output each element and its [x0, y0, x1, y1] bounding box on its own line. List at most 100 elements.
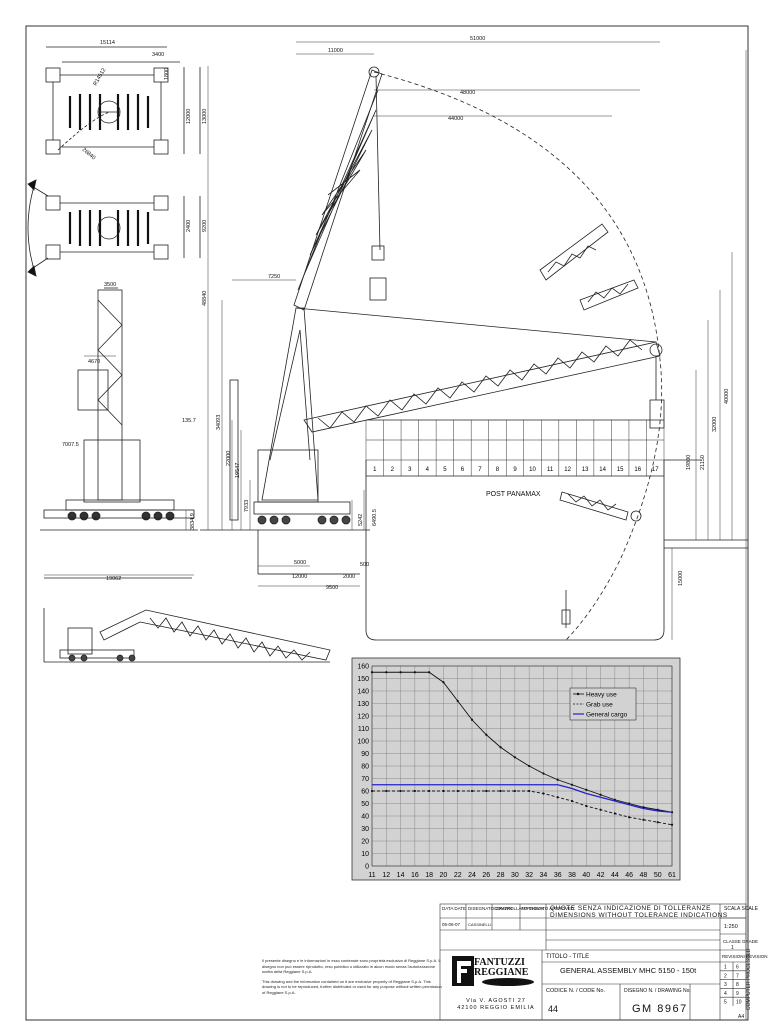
dim-5242: 5242	[358, 514, 364, 526]
dim-51000: 51000	[470, 36, 485, 42]
x-tick-label: 18	[425, 872, 433, 879]
approved-header: APPROVATO APPROVED	[521, 906, 575, 911]
drawn-value: CASSINELLI	[468, 922, 491, 927]
x-tick-label: 38	[568, 872, 576, 879]
legend-grab-use: Grab use	[586, 702, 613, 709]
dim-9200: 9200	[202, 220, 208, 232]
revision-number: 4	[724, 991, 727, 997]
dim-48840: 48840	[202, 291, 208, 306]
data-point	[385, 671, 388, 674]
dim-22000: 22000	[226, 451, 232, 466]
dim-32000: 32000	[712, 417, 718, 432]
ship-bay-number: 6	[461, 467, 465, 473]
dim-3400: 3400	[152, 52, 164, 58]
dim-3500: 3500	[104, 282, 116, 288]
load-chart: 0102030405060708090100110120130140150160…	[351, 657, 681, 881]
revision-number: 2	[724, 973, 727, 979]
ship-bay-number: 17	[652, 467, 659, 473]
data-point	[370, 789, 374, 793]
y-tick-label: 60	[361, 789, 369, 796]
check-header: CONTROLLATO CHECK	[494, 906, 544, 911]
data-point	[456, 789, 459, 793]
dim-7250: 7250	[268, 274, 280, 280]
ship-bay-number: 12	[564, 467, 571, 473]
x-tick-label: 16	[411, 872, 419, 879]
data-point	[570, 783, 574, 786]
series-line-heavy-use	[372, 671, 673, 813]
y-tick-label: 150	[357, 676, 369, 683]
ship-bay-number: 4	[426, 467, 430, 473]
x-tick-label: 11	[368, 872, 375, 879]
revision-label: REVISIONI REVISION	[722, 954, 768, 959]
x-tick-label: 44	[611, 872, 619, 879]
data-point	[656, 821, 659, 824]
y-tick-label: 80	[361, 764, 369, 771]
scale-value: 1:250	[724, 924, 738, 930]
title-block-text: DATA DATE DISEGNATO DRAWN CONTROLLATO CH…	[442, 905, 768, 1020]
x-tick-label: 30	[511, 872, 519, 879]
data-point	[599, 793, 602, 796]
ship-bay-number: 2	[391, 467, 395, 473]
dim-15000: 15000	[678, 571, 684, 586]
data-point	[413, 789, 416, 793]
dim-3834-9: 3834.9	[190, 513, 196, 530]
code-label: CODICE N. / CODE No.	[546, 988, 605, 994]
x-tick-label: 24	[468, 872, 476, 879]
revision-number: 3	[724, 982, 727, 988]
y-tick-label: 130	[357, 701, 369, 708]
data-point	[542, 772, 545, 775]
scale-label: SCALA SCALE	[724, 906, 759, 912]
revision-number: 1	[724, 965, 727, 971]
x-tick-label: 20	[440, 872, 448, 879]
classe-label: CLASSE GRADE	[723, 939, 758, 944]
dim-40000: 40000	[724, 389, 730, 404]
dim-135-7: 135.7	[182, 418, 196, 424]
tolerance-en: DIMENSIONS WITHOUT TOLERANCE INDICATIONS	[550, 912, 728, 919]
drawing-no: GM 8967	[632, 1003, 688, 1015]
x-tick-label: 34	[540, 872, 548, 879]
dim-44000: 44000	[448, 116, 463, 122]
data-point	[542, 792, 545, 795]
revision-number: 6	[736, 965, 739, 971]
data-point	[585, 788, 588, 791]
data-point	[428, 671, 431, 674]
x-tick-label: 48	[640, 872, 648, 879]
legend-heavy-use: Heavy use	[586, 692, 617, 699]
dim-r14512: R14512	[93, 67, 108, 87]
y-tick-label: 90	[361, 751, 369, 758]
data-point	[599, 808, 602, 811]
ship-bay-number: 11	[547, 467, 554, 473]
ship-bay-number: 7	[478, 467, 482, 473]
revision-number: 8	[736, 982, 739, 988]
data-point	[385, 789, 388, 793]
x-tick-label: 40	[582, 872, 590, 879]
ship-bay-number: 13	[582, 467, 589, 473]
data-point	[628, 816, 631, 819]
dim-5000: 5000	[294, 560, 306, 566]
data-point	[570, 799, 574, 803]
sheet-border	[25, 25, 749, 1021]
dim-48000: 48000	[460, 90, 475, 96]
dimension-lines	[44, 41, 747, 1010]
data-point	[613, 812, 616, 815]
data-point	[528, 764, 531, 768]
dim-12000-base: 12000	[292, 574, 307, 580]
y-tick-label: 30	[361, 826, 369, 833]
x-tick-label: 22	[454, 872, 462, 879]
y-tick-label: 10	[361, 851, 369, 858]
revision-number: 7	[736, 973, 739, 979]
data-point	[470, 789, 474, 793]
dim-26840: 26840	[81, 147, 97, 161]
legend-general-cargo: General cargo	[586, 712, 628, 719]
y-tick-label: 160	[357, 664, 369, 671]
revision-number: 10	[736, 1000, 742, 1006]
chart-legend: Heavy use Grab use General cargo	[569, 687, 637, 721]
data-point	[499, 789, 502, 793]
x-tick-label: 46	[625, 872, 633, 879]
dim-21150: 21150	[700, 455, 706, 470]
post-panamax-label: POST PANAMAX	[486, 491, 541, 498]
y-tick-label: 40	[361, 814, 369, 821]
